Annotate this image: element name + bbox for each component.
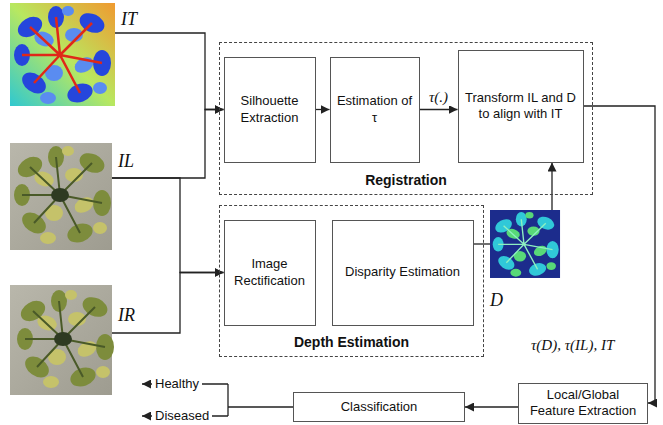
right-image: IR [10, 285, 112, 395]
connector [474, 243, 491, 244]
box-text: Transform IL and D to align with IT [459, 90, 583, 123]
process-box: Local/Global Feature Extraction [518, 383, 648, 424]
group-title: Depth Estimation [220, 334, 483, 351]
edge-label: τ(.) [426, 88, 451, 106]
image-label: IT [121, 9, 137, 31]
box-text: Image Rectification [225, 256, 315, 289]
right-photo [10, 285, 114, 395]
image-label: IR [118, 305, 135, 327]
connector [316, 109, 330, 110]
connector [465, 406, 518, 407]
connector [584, 106, 656, 403]
thermal-image: IT [10, 3, 115, 106]
box-text: Silhouette Extraction [225, 93, 315, 126]
image-label: D [490, 290, 503, 312]
box-text: Disparity Estimation [341, 264, 464, 280]
depth-group: Depth Estimation Image Rectification Dispa… [219, 205, 484, 357]
box-text: Classification [337, 399, 422, 415]
thermal-picture [10, 3, 115, 106]
depth-picture [490, 210, 560, 278]
left-photo [10, 143, 112, 250]
class-label: Healthy [152, 376, 202, 392]
connector [551, 163, 552, 211]
group-title: Registration [220, 172, 592, 189]
box-text: Estimation of τ [331, 93, 419, 126]
process-box: Transform IL and D to align with IT [458, 50, 584, 163]
box-text: Local/Global Feature Extraction [519, 387, 647, 420]
connector [112, 110, 224, 179]
process-box: Disparity Estimation [332, 220, 474, 326]
process-box: Estimation of τ [330, 57, 420, 163]
connector [420, 109, 458, 110]
process-box: Silhouette Extraction [224, 57, 316, 163]
image-label: IL [118, 151, 134, 173]
registration-group: Registration Silhouette Extraction Estimat… [219, 42, 593, 195]
process-box: Image Rectification [224, 220, 316, 326]
left-image: IL [10, 143, 112, 250]
depth-map: D [490, 210, 560, 278]
connector [112, 273, 224, 334]
process-box: Classification [293, 392, 465, 422]
output-bracket [228, 384, 293, 416]
output-label: τ(D), τ(IL), IT [528, 336, 617, 354]
connector [112, 178, 224, 273]
class-label: Diseased [152, 408, 212, 424]
connector [115, 33, 224, 110]
